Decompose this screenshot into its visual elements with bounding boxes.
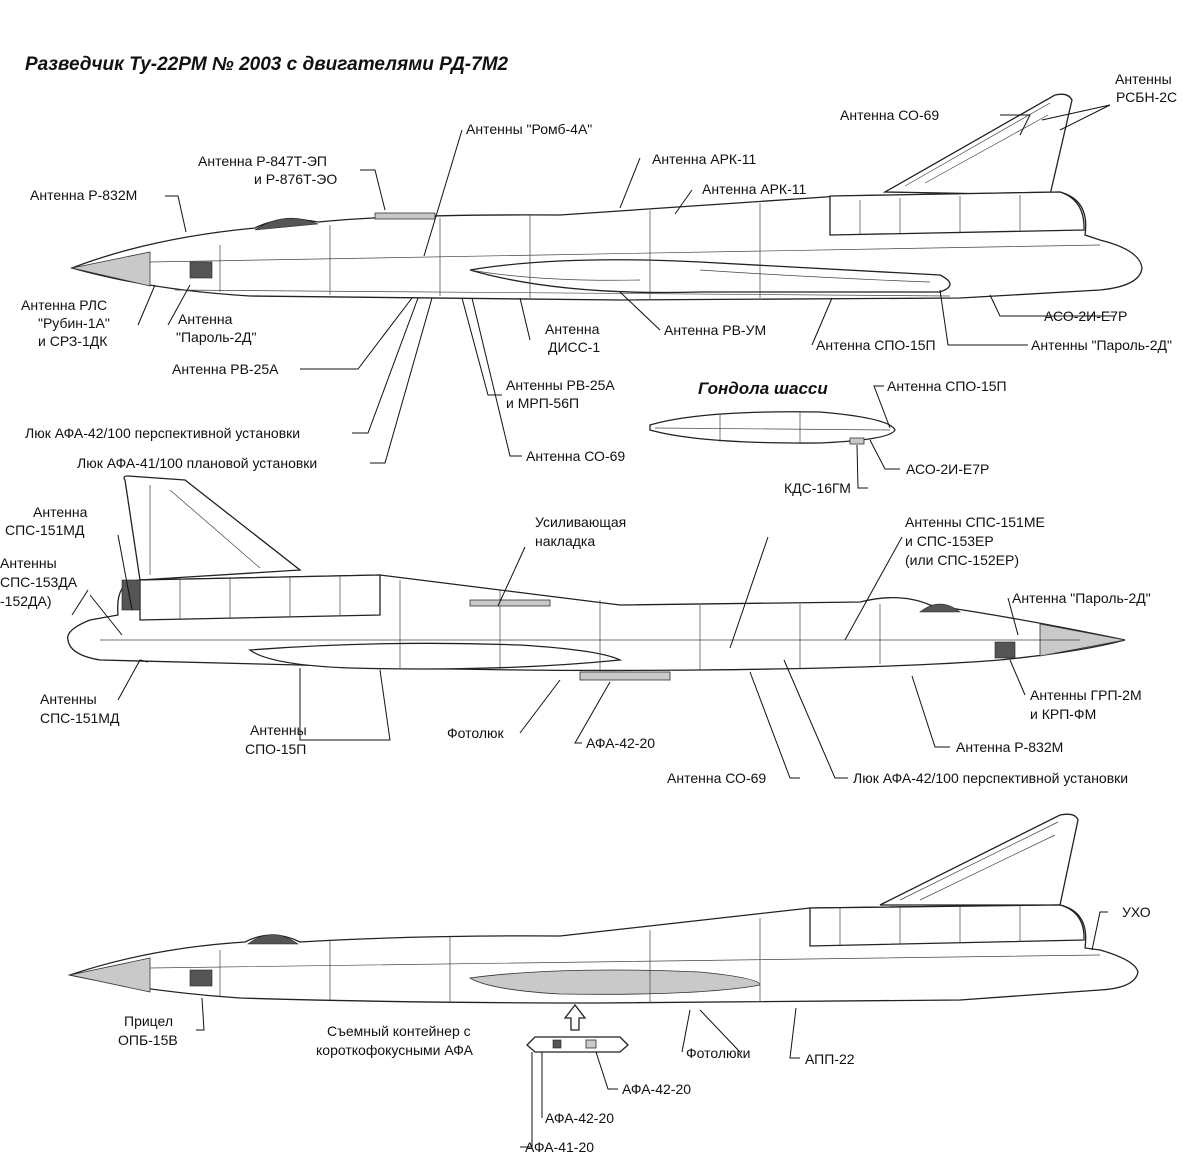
label-antennas-rsbn-line2: РСБН-2С xyxy=(1116,89,1177,105)
tail-fin-bottom xyxy=(879,813,1079,906)
label-grp-line2: и КРП-ФМ xyxy=(1030,706,1096,722)
label-antenna-diss-line1: Антенна xyxy=(545,321,600,337)
label-antenna-spo15-top: Антенна СПО-15П xyxy=(816,337,936,353)
label-reinforcing-line1: Усиливающая xyxy=(535,514,626,530)
labels-bottom: УХО Прицел ОПБ-15В Съемный контейнер с к… xyxy=(118,904,1151,1155)
wing-gondola-top xyxy=(469,259,951,294)
aircraft-bottom-view xyxy=(67,813,1139,1004)
label-sps151md-bottom-line1: Антенны xyxy=(40,691,97,707)
label-spo15-middle-line1: Антенны xyxy=(250,722,307,738)
label-sps151me-line2: и СПС-153ЕР xyxy=(905,533,994,549)
label-grp-line1: Антенны ГРП-2М xyxy=(1030,687,1142,703)
label-afa4220-middle: АФА-42-20 xyxy=(586,735,655,751)
label-gondola-spo15: Антенна СПО-15П xyxy=(887,378,1007,394)
canopy-bottom xyxy=(247,934,299,945)
gondola-view xyxy=(649,411,896,445)
label-antenna-rvum: Антенна РВ-УМ xyxy=(664,322,766,338)
label-antenna-so69-top: Антенна СО-69 xyxy=(840,107,939,123)
wing-gondola-middle xyxy=(248,642,623,670)
label-afa42-hatch-middle: Люк АФА-42/100 перспективной установки xyxy=(853,770,1128,786)
leader-lines xyxy=(71,104,1115,1148)
label-afa4220-b: АФА-42-20 xyxy=(545,1110,614,1126)
label-sps153da-line1: Антенны xyxy=(0,555,57,571)
label-r832-middle: Антенна Р-832М xyxy=(956,739,1063,755)
engine-nacelle-middle xyxy=(139,574,381,621)
label-antennas-rv25a-line1: Антенны РВ-25А xyxy=(506,377,615,393)
intake-grille-top xyxy=(189,261,213,279)
detached-container xyxy=(526,1003,629,1053)
label-aso2i-top: АСО-2И-Е7Р xyxy=(1044,308,1127,324)
label-spo15-middle-line2: СПО-15П xyxy=(245,741,306,757)
label-uho: УХО xyxy=(1122,904,1151,920)
label-so69-middle: Антенна СО-69 xyxy=(667,770,766,786)
antenna-strip-top xyxy=(374,212,436,220)
label-sps151me-line3: (или СПС-152ЕР) xyxy=(905,552,1019,568)
label-antenna-ark11-a: Антенна АРК-11 xyxy=(652,151,756,167)
labels-middle: Антенна СПС-151МД Антенны СПС-153ДА -152… xyxy=(0,504,1151,786)
label-antennas-rv25a-line2: и МРП-56П xyxy=(506,395,579,411)
label-sps151me-line1: Антенны СПС-151МЕ xyxy=(905,514,1045,530)
label-app22: АПП-22 xyxy=(805,1051,855,1067)
container-detached xyxy=(526,1036,629,1053)
up-arrow-icon xyxy=(563,1003,587,1031)
label-sps151md-bottom-line2: СПС-151МД xyxy=(40,710,120,726)
label-antennas-rsbn-line1: Антенны xyxy=(1115,71,1172,87)
gondola-body xyxy=(649,411,896,444)
label-antenna-r832-top: Антенна Р-832М xyxy=(30,187,137,203)
tail-fin-top xyxy=(882,93,1073,196)
label-pricel-line1: Прицел xyxy=(124,1013,173,1029)
gondola-title: Гондола шасси xyxy=(698,379,828,398)
label-afa41-hatch: Люк АФА-41/100 плановой установки xyxy=(77,455,317,471)
label-antenna-ark11-b: Антенна АРК-11 xyxy=(702,181,806,197)
label-pricel-line2: ОПБ-15В xyxy=(118,1032,178,1048)
tail-fin-middle xyxy=(123,475,302,581)
canopy-top xyxy=(254,217,319,231)
aircraft-side-view xyxy=(67,475,1126,681)
label-sps153da-line2: СПС-153ДА xyxy=(0,574,78,590)
engine-exhaust-middle xyxy=(121,579,141,611)
engine-nacelle-bottom xyxy=(809,904,1085,947)
label-antenna-so69-top-b: Антенна СО-69 xyxy=(526,448,625,464)
label-antennas-parol-top: Антенны "Пароль-2Д" xyxy=(1031,337,1172,353)
canopy-middle xyxy=(919,603,961,613)
label-afa4120: АФА-41-20 xyxy=(525,1139,594,1155)
label-afa42-hatch-top: Люк АФА-42/100 перспективной установки xyxy=(25,425,300,441)
intake-grille-bottom xyxy=(189,969,213,987)
nose-cone-bottom xyxy=(69,957,151,993)
page-title: Разведчик Ту-22РМ № 2003 с двигателями Р… xyxy=(25,54,509,75)
reinforcing-strip xyxy=(469,599,551,607)
label-gondola-kds: КДС-16ГМ xyxy=(784,480,851,496)
label-sps153da-line3: -152ДА) xyxy=(0,593,52,609)
aircraft-top-view xyxy=(69,93,1143,301)
engine-nacelle-top xyxy=(829,191,1085,236)
label-fotolyuk: Фотолюк xyxy=(447,725,505,741)
label-antenna-r847-line2: и Р-876Т-ЭО xyxy=(254,171,337,187)
label-sps151md-top-line1: Антенна xyxy=(33,504,88,520)
label-parol-middle: Антенна "Пароль-2Д" xyxy=(1012,590,1151,606)
label-sps151md-top-line2: СПС-151МД xyxy=(5,522,85,538)
labels-gondola: Гондола шасси Антенна СПО-15П АСО-2И-Е7Р… xyxy=(698,378,1007,496)
label-fotolyuki: Фотолюки xyxy=(686,1045,750,1061)
label-reinforcing-line2: накладка xyxy=(535,533,595,549)
label-antenna-r847-line1: Антенна Р-847Т-ЭП xyxy=(198,153,327,169)
nose-cone-top xyxy=(71,251,151,287)
label-antenna-parol-line1: Антенна xyxy=(178,311,233,327)
label-afa4220-a: АФА-42-20 xyxy=(622,1081,691,1097)
label-antenna-rls-line1: Антенна РЛС xyxy=(21,297,107,313)
intake-grille-middle xyxy=(994,641,1016,659)
label-antenna-parol-line2: "Пароль-2Д" xyxy=(176,329,256,345)
labels-top: Антенны РСБН-2С Антенна СО-69 Антенны "Р… xyxy=(21,71,1177,471)
label-container-line2: короткофокусными АФА xyxy=(316,1042,474,1058)
label-container-line1: Съемный контейнер с xyxy=(327,1023,471,1039)
label-antenna-rv25a: Антенна РВ-25А xyxy=(172,361,279,377)
label-antenna-rls-line3: и СРЗ-1ДК xyxy=(38,333,108,349)
label-antenna-diss-line2: ДИСС-1 xyxy=(548,339,600,355)
label-antenna-rls-line2: "Рубин-1А" xyxy=(38,315,110,331)
label-gondola-aso2i: АСО-2И-Е7Р xyxy=(906,461,989,477)
label-antennas-romb: Антенны "Ромб-4А" xyxy=(466,121,592,137)
